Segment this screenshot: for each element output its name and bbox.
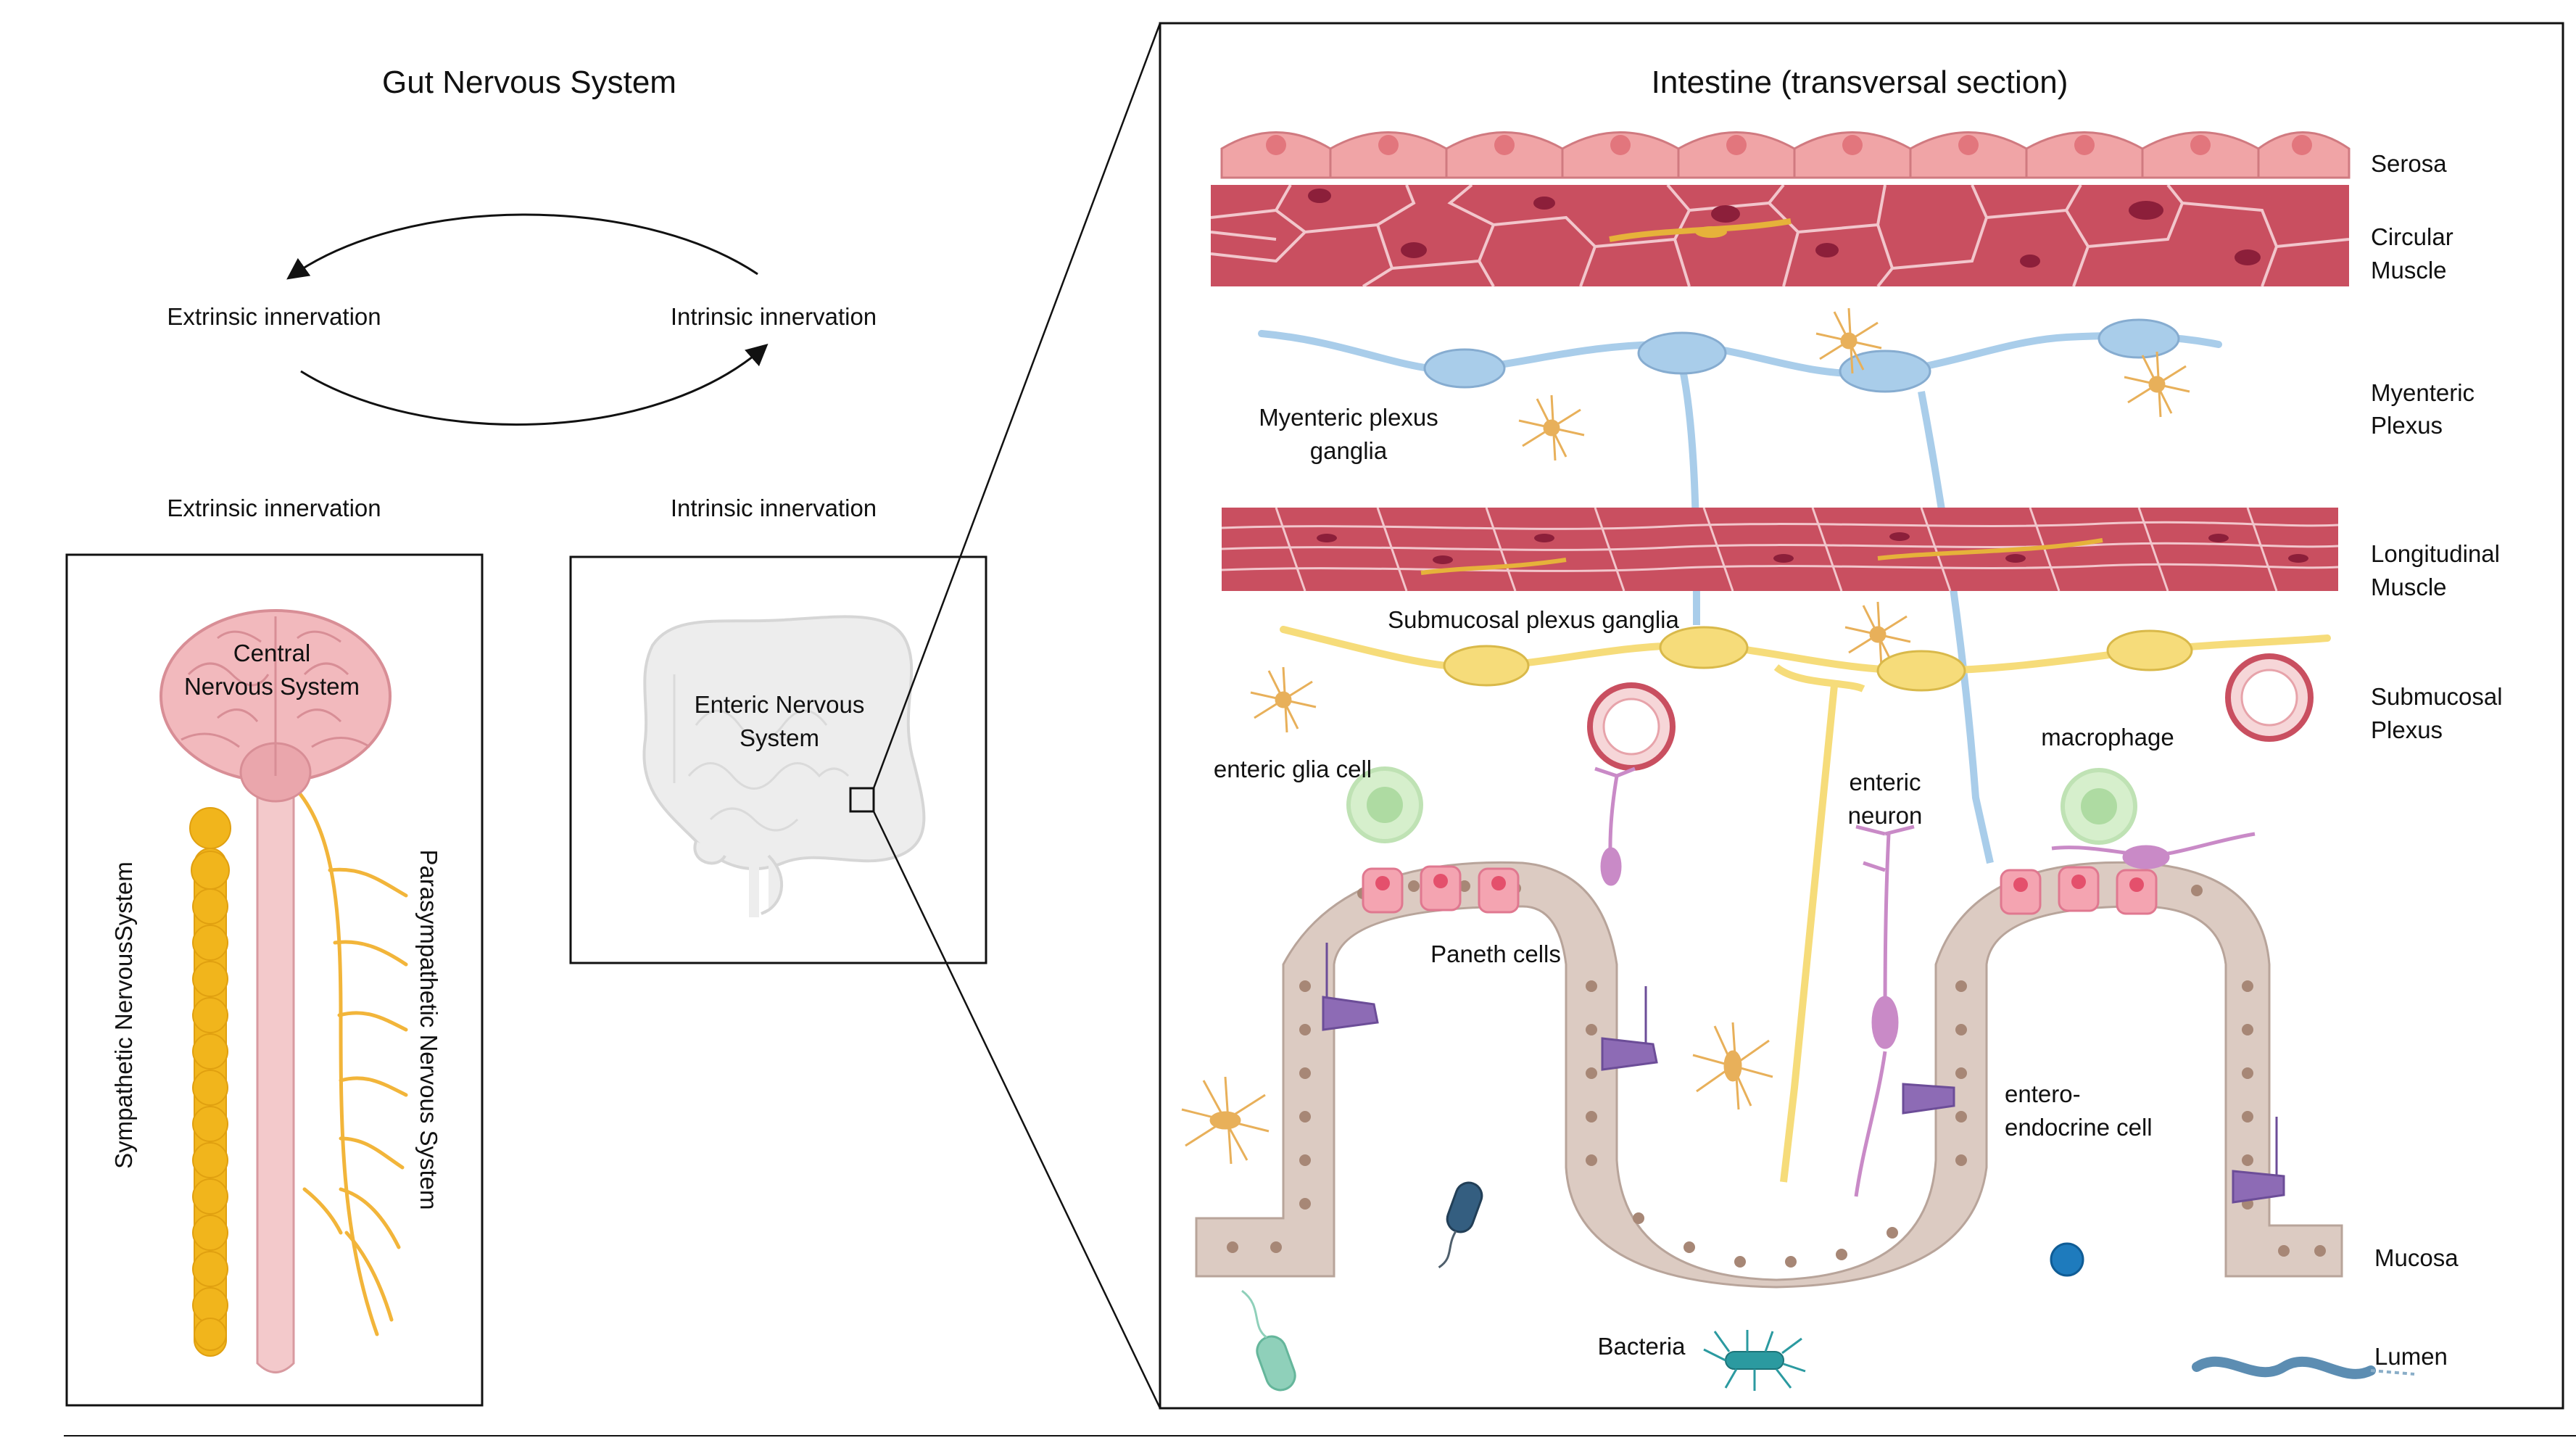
- zoom-line-bottom: [872, 811, 1161, 1409]
- label-macrophage: macrophage: [2041, 724, 2174, 751]
- brain-icon: [160, 609, 392, 803]
- layer-label-submucosal-1: Submucosal: [2371, 683, 2503, 710]
- parasympathetic-nerves: [295, 788, 408, 1336]
- sympathetic-chain: [189, 807, 231, 1357]
- cns-label-line2: Nervous System: [184, 673, 360, 700]
- layer-label-submucosal-2: Plexus: [2371, 716, 2443, 743]
- label-neuron-1: enteric: [1849, 769, 1921, 795]
- label-paneth: Paneth cells: [1430, 941, 1561, 967]
- intestine-panel: [1159, 22, 2564, 1410]
- intestine-coils: [673, 674, 850, 832]
- label-neuron-2: neuron: [1848, 802, 1923, 829]
- glia-cells-myenteric: [1181, 307, 2190, 1165]
- mucosa-layer: [1195, 861, 2343, 1289]
- intestine-title: Intestine (transversal section): [1652, 65, 2068, 100]
- left-title: Gut Nervous System: [382, 65, 676, 100]
- label-bacteria: Bacteria: [1597, 1333, 1686, 1360]
- heading-intrinsic: Intrinsic innervation: [671, 495, 877, 521]
- sympathetic-label: Sympathetic NervousSystem: [110, 861, 137, 1169]
- zoom-region-marker: [849, 787, 875, 813]
- layer-label-mucosa: Mucosa: [2374, 1244, 2459, 1271]
- heading-extrinsic: Extrinsic innervation: [167, 495, 381, 521]
- zoom-line-top: [872, 22, 1161, 789]
- cns-label-line1: Central: [233, 640, 310, 666]
- label-submucosal-ganglia: Submucosal plexus ganglia: [1388, 606, 1679, 633]
- serosa-layer: [1220, 131, 2351, 179]
- longitudinal-muscle-layer: [1222, 508, 2338, 591]
- macrophage-icon: [1346, 766, 2137, 845]
- label-enteroendocrine-1: entero-: [2005, 1080, 2081, 1107]
- layer-label-circular-2: Muscle: [2371, 257, 2447, 284]
- label-enteroendocrine-2: endocrine cell: [2005, 1114, 2153, 1141]
- arrow-to-intrinsic: [300, 344, 769, 426]
- label-glia: enteric glia cell: [1214, 756, 1372, 782]
- spinal-cord: [256, 760, 295, 1373]
- layer-label-lumen: Lumen: [2374, 1343, 2448, 1370]
- layer-label-myenteric-1: Myenteric: [2371, 379, 2474, 406]
- paneth-granules: [1375, 874, 2144, 892]
- cycle-label-extrinsic: Extrinsic innervation: [167, 303, 381, 330]
- intestine-icon: [642, 615, 926, 917]
- label-myenteric-ganglia-2: ganglia: [1310, 437, 1388, 464]
- circular-muscle-layer: [1211, 185, 2349, 286]
- layer-label-serosa: Serosa: [2371, 150, 2447, 177]
- arrow-to-extrinsic: [286, 213, 758, 280]
- enteroendocrine-cells: [1322, 943, 2285, 1204]
- parasympathetic-label: Parasympathetic Nervous System: [415, 849, 442, 1210]
- paneth-cells: [1362, 865, 2158, 915]
- cns-box: [65, 553, 484, 1407]
- ens-label-line1: Enteric Nervous: [695, 691, 865, 718]
- layer-label-longitudinal-1: Longitudinal: [2371, 540, 2500, 567]
- mucosa-nuclei: [1227, 879, 2326, 1268]
- label-myenteric-ganglia-1: Myenteric plexus: [1259, 404, 1438, 431]
- bacteria-icons: [1241, 1181, 2415, 1392]
- layer-label-circular-1: Circular: [2371, 223, 2453, 250]
- blood-vessels: [1587, 653, 2314, 771]
- myenteric-neurons: [1258, 318, 2222, 864]
- cycle-label-intrinsic: Intrinsic innervation: [671, 303, 877, 330]
- ens-box: [569, 555, 987, 964]
- layer-label-myenteric-2: Plexus: [2371, 412, 2443, 439]
- layer-label-longitudinal-2: Muscle: [2371, 574, 2447, 600]
- submucosal-neurons: [1280, 626, 2331, 1183]
- ens-label-line2: System: [740, 724, 819, 751]
- enteric-neuron-purple: [1594, 766, 2256, 1197]
